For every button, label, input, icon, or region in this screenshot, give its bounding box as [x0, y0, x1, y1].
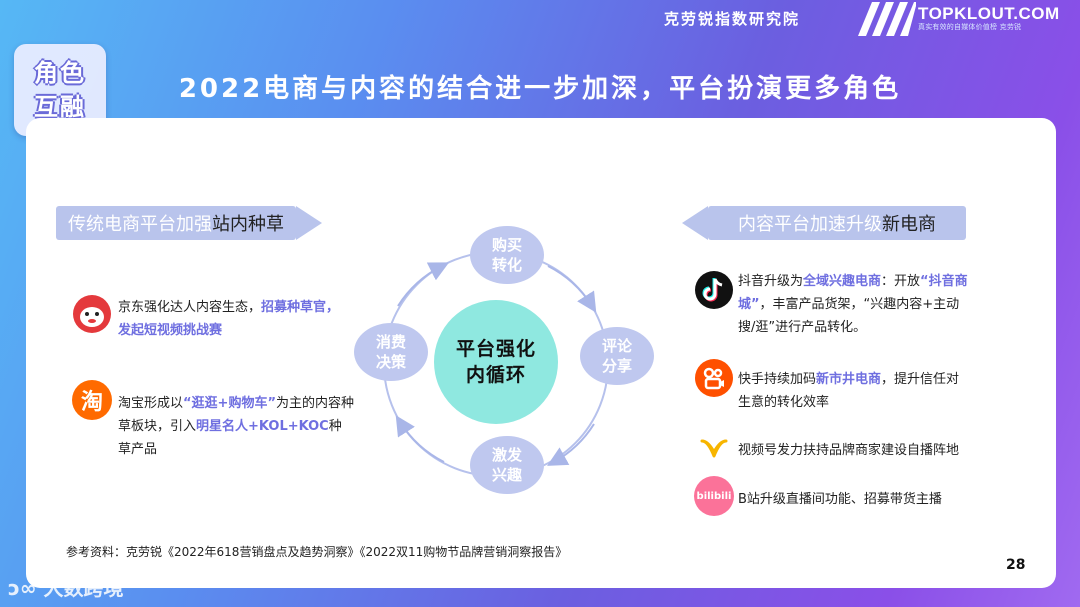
reference-note: 参考资料：克劳锐《2022年618营销盘点及趋势洞察》《2022双11购物节品牌… [66, 545, 568, 559]
taobao-icon: 淘 [72, 380, 112, 420]
watermark: ↄ∞ 大数跨境 [8, 576, 124, 600]
shipinhao-icon [695, 429, 733, 467]
cycle-node-interest: 激发兴趣 [470, 436, 544, 494]
cycle-node-decision: 消费决策 [354, 323, 428, 381]
right-label-plain: 内容平台加速升级 [738, 214, 882, 235]
right-item-bilibili: B站升级直播间功能、招募带货主播 [738, 492, 942, 507]
watermark-logo-icon: ↄ∞ [8, 576, 44, 600]
brand-name: TOPKLOUT.COM [918, 4, 1060, 23]
tag-line-1: 角色 [34, 59, 86, 87]
right-item-kuaishou: 快手持续加码新市井电商，提升信任对生意的转化效率 [738, 372, 960, 410]
jd-mascot-icon [73, 295, 111, 333]
brand-subtitle: 真实有效的自媒体价值榜 克劳锐 [918, 23, 1022, 31]
left-item-jd: 京东强化达人内容生态，招募种草官， 发起短视频挑战赛 [118, 300, 340, 338]
right-label: 内容平台加速升级新电商 [708, 206, 966, 240]
right-label-dark: 新电商 [882, 214, 936, 235]
brand-logo: TOPKLOUT.COM 真实有效的自媒体价值榜 克劳锐 [918, 4, 1068, 34]
tag-line-2: 互融 [34, 93, 86, 121]
right-item-douyin: 抖音升级为全域兴趣电商：开放“抖音商城”，丰富产品货架，“兴趣内容+主动搜/逛”… [738, 274, 968, 335]
left-label-arrow [296, 206, 322, 240]
left-item-taobao: 淘宝形成以“逛逛+购物车”为主的内容种草板块，引入明星名人+KOL+KOC种草产… [118, 396, 355, 457]
kuaishou-icon [695, 359, 733, 397]
page-title: 2022电商与内容的结合进一步加深，平台扮演更多角色 [178, 74, 902, 104]
right-label-arrow [682, 206, 708, 240]
cycle-node-share: 评论分享 [580, 327, 654, 385]
douyin-icon [695, 271, 733, 309]
left-label: 传统电商平台加强站内种草 [56, 206, 296, 240]
bilibili-icon: bilibili [694, 476, 734, 516]
right-item-shipinhao: 视频号发力扶持品牌商家建设自播阵地 [738, 443, 960, 458]
left-label-dark: 站内种草 [212, 214, 284, 235]
org-name: 克劳锐指数研究院 [664, 10, 801, 28]
left-label-plain: 传统电商平台加强 [68, 214, 212, 235]
cycle-center: 平台强化内循环 [434, 300, 558, 424]
stripes-logo-icon [858, 2, 916, 36]
cycle-node-purchase: 购买转化 [470, 226, 544, 284]
page-number: 28 [1006, 557, 1026, 573]
